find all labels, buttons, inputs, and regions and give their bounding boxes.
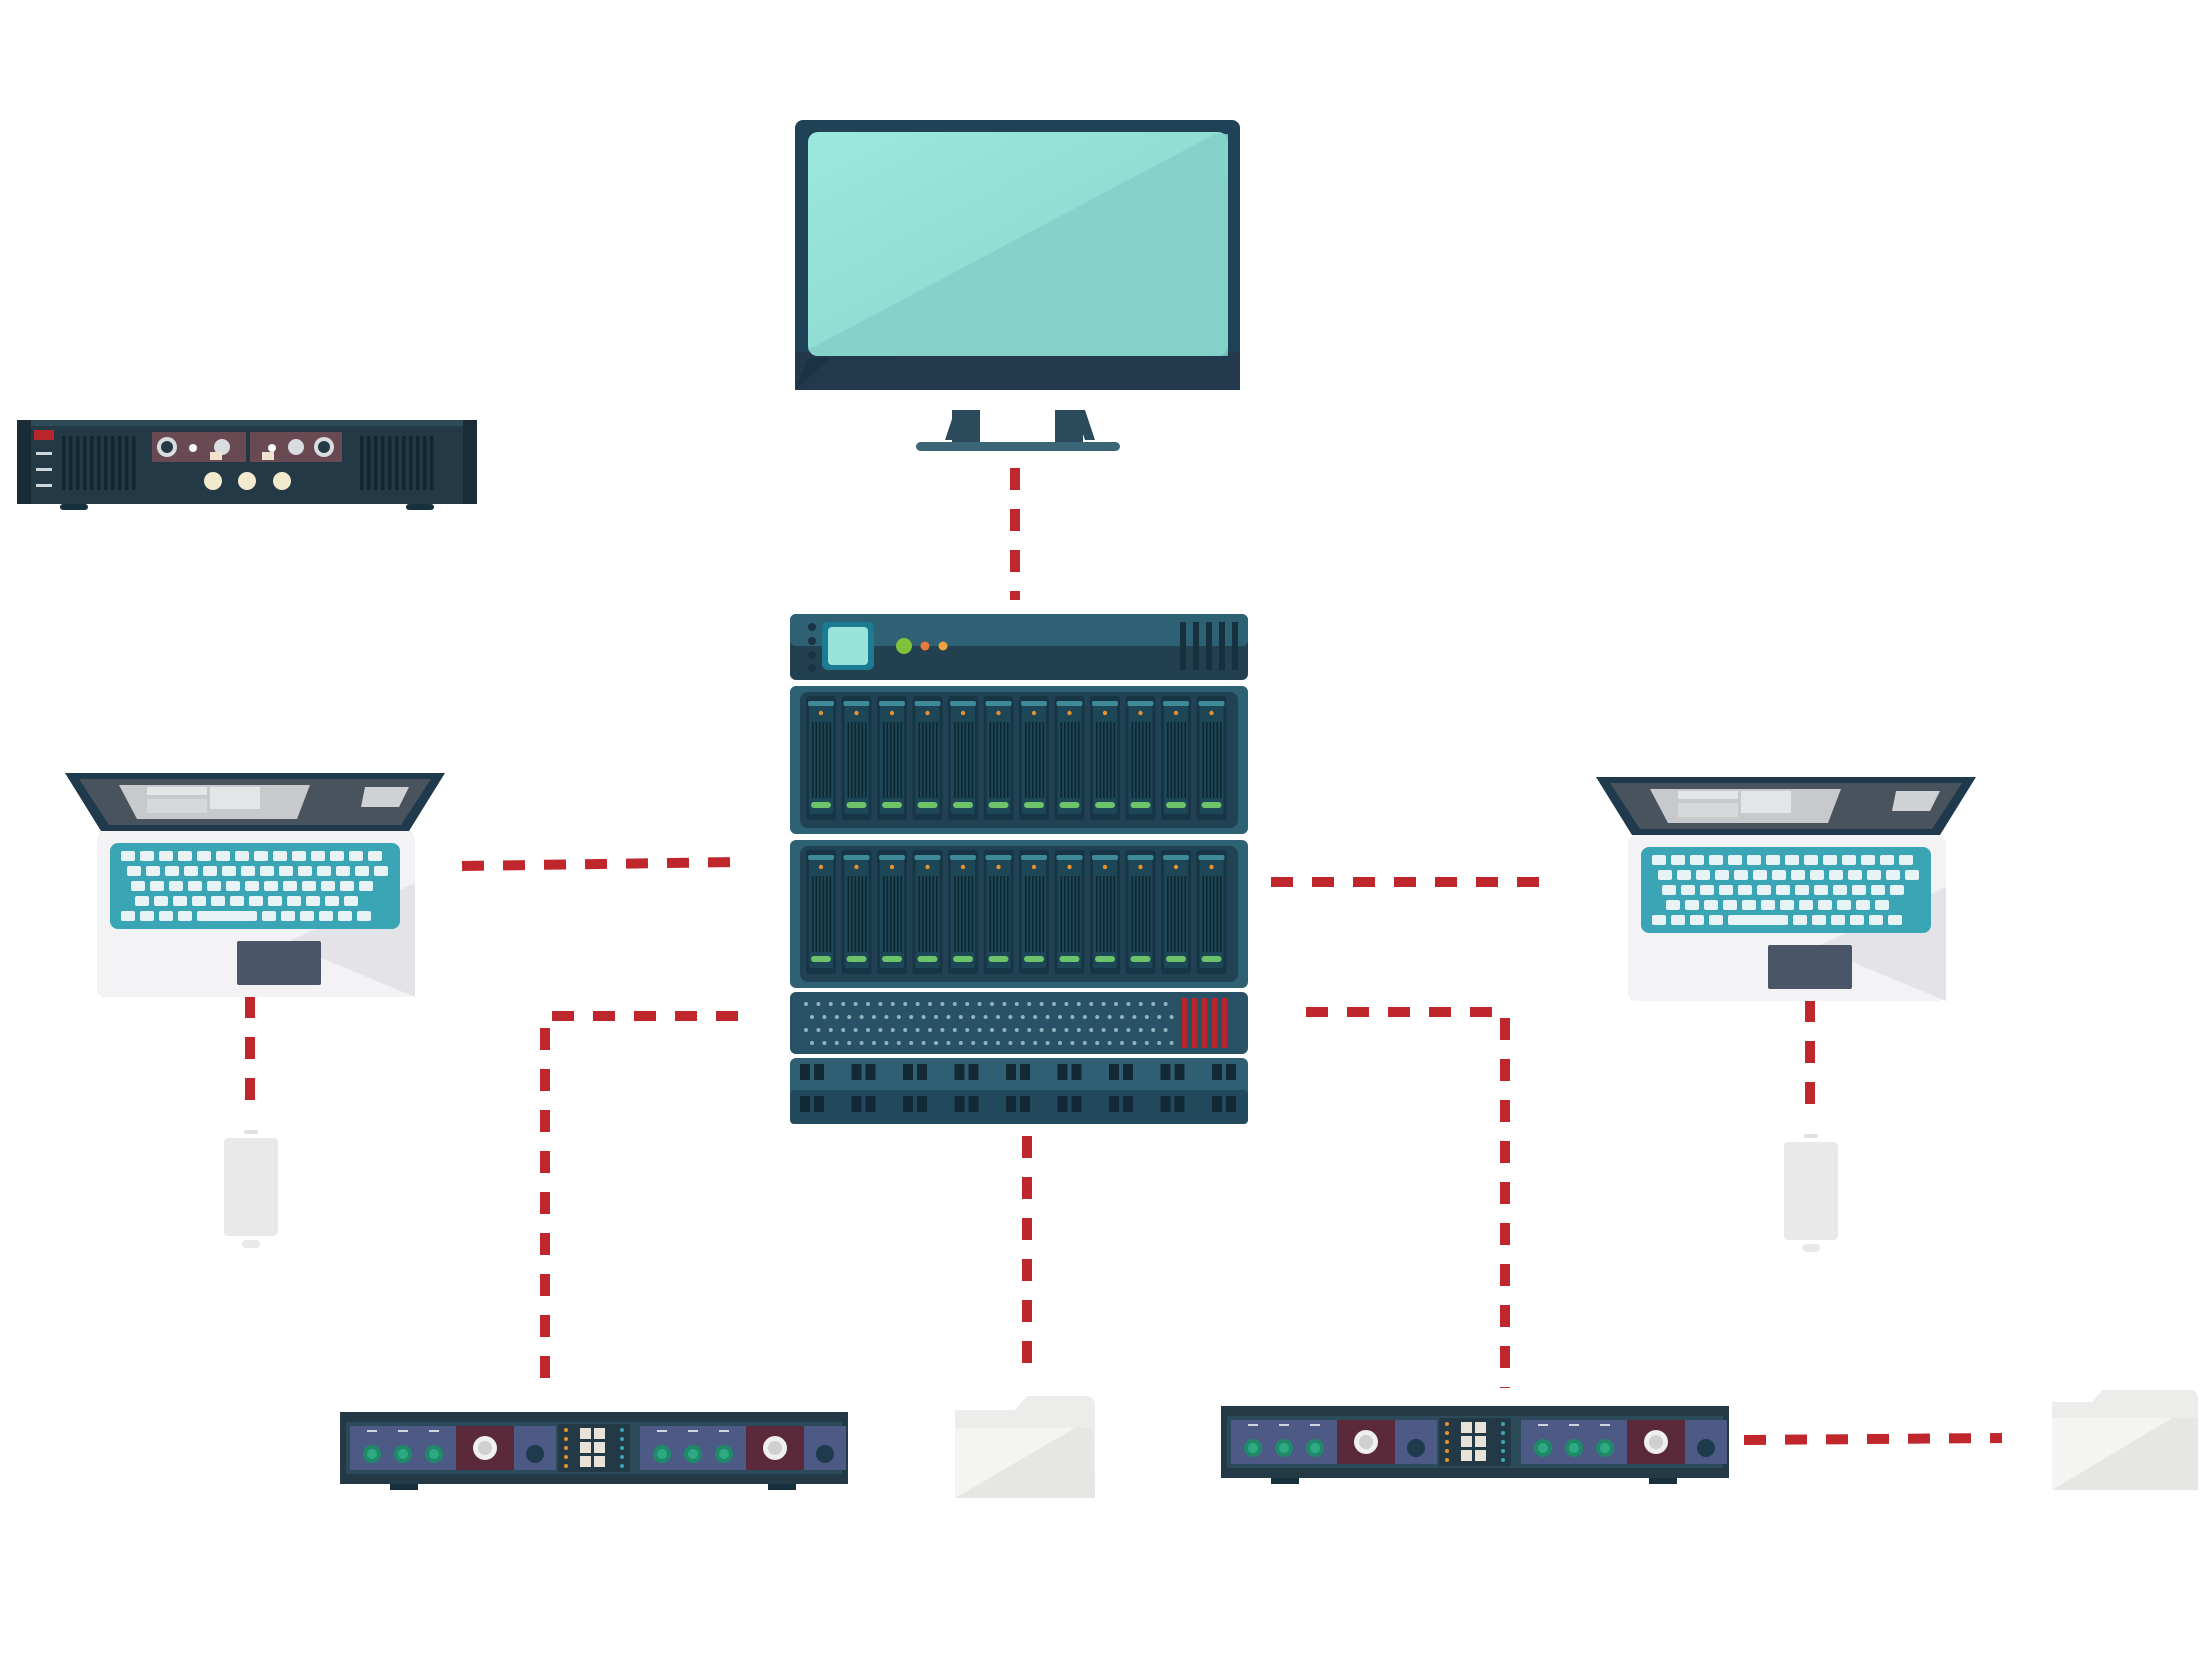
link-rack-preamp-right (1306, 1007, 1510, 1388)
links (245, 468, 2003, 1445)
drive-bay-bottom (806, 850, 1227, 974)
mobile-phone-icon (1784, 1134, 1838, 1252)
audio-preamp-icon (1221, 1406, 1729, 1484)
link-rack-preamp-left (540, 1011, 738, 1378)
folder-icon (2052, 1390, 2198, 1490)
switch-ports (800, 1064, 1236, 1112)
audio-preamp-icon (340, 1412, 848, 1490)
laptop-icon (65, 773, 445, 997)
folder-icon (955, 1396, 1095, 1498)
desktop-monitor-icon (795, 120, 1240, 451)
link-preamp-right-folder-right (1743, 1433, 2003, 1445)
power-amplifier-icon (17, 420, 477, 510)
laptop-icon (1596, 777, 1976, 1001)
drive-bay-top (806, 696, 1227, 820)
vent-panel (804, 1002, 1174, 1045)
mobile-phone-icon (224, 1130, 278, 1248)
server-rack-icon (790, 614, 1248, 1124)
link-laptop-left-rack (461, 857, 739, 871)
